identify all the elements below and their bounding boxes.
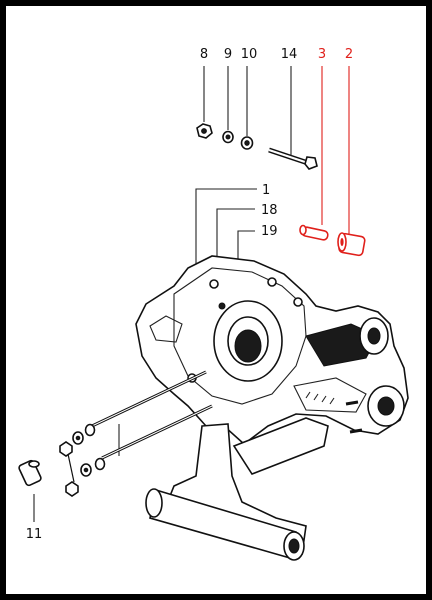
label-14: 14 <box>281 47 298 62</box>
label-18: 18 <box>261 203 278 218</box>
part-9-lock-washer[interactable] <box>222 130 234 144</box>
part-1-crankcase-housing[interactable] <box>135 255 409 446</box>
stud-washers-nuts[interactable] <box>59 423 106 497</box>
part-14-bolt[interactable] <box>268 147 318 170</box>
label-10: 10 <box>241 47 258 62</box>
part-11-spacer[interactable] <box>18 459 42 487</box>
label-3: 3 <box>318 47 326 62</box>
swing-arm[interactable] <box>145 417 329 561</box>
part-8-nut[interactable] <box>196 123 213 139</box>
part-3-pin[interactable] <box>299 224 329 241</box>
leader-lines <box>33 66 350 522</box>
long-studs[interactable] <box>91 370 213 460</box>
label-1: 1 <box>262 183 270 198</box>
part-10-washer[interactable] <box>240 136 254 150</box>
exploded-parts-diagram: 8 9 10 14 3 2 1 18 19 11 <box>18 47 409 561</box>
part-2-bushing[interactable] <box>337 232 366 257</box>
label-8: 8 <box>200 47 208 62</box>
label-2: 2 <box>345 47 353 62</box>
label-19: 19 <box>261 224 278 239</box>
diagram-frame: 8 9 10 14 3 2 1 18 19 11 <box>6 6 426 594</box>
label-9: 9 <box>224 47 232 62</box>
label-11: 11 <box>26 527 43 542</box>
